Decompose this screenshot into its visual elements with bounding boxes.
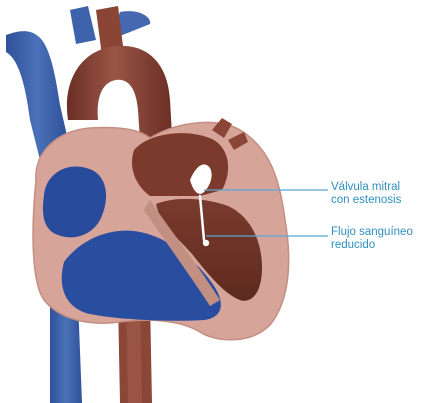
mitral-valve-label-line-1: Válvula mitral xyxy=(331,181,443,194)
reduced-flow-label-line-2: reducido xyxy=(331,239,443,252)
left-atrium xyxy=(132,133,228,196)
reduced-flow-label: Flujo sanguíneo reducido xyxy=(331,226,443,252)
reduced-flow-label-line-1: Flujo sanguíneo xyxy=(331,226,443,239)
mitral-valve-label-line-2: con estenosis xyxy=(331,194,443,207)
reduced-flow-marker xyxy=(203,240,209,246)
mitral-valve-label: Válvula mitral con estenosis xyxy=(331,181,443,207)
